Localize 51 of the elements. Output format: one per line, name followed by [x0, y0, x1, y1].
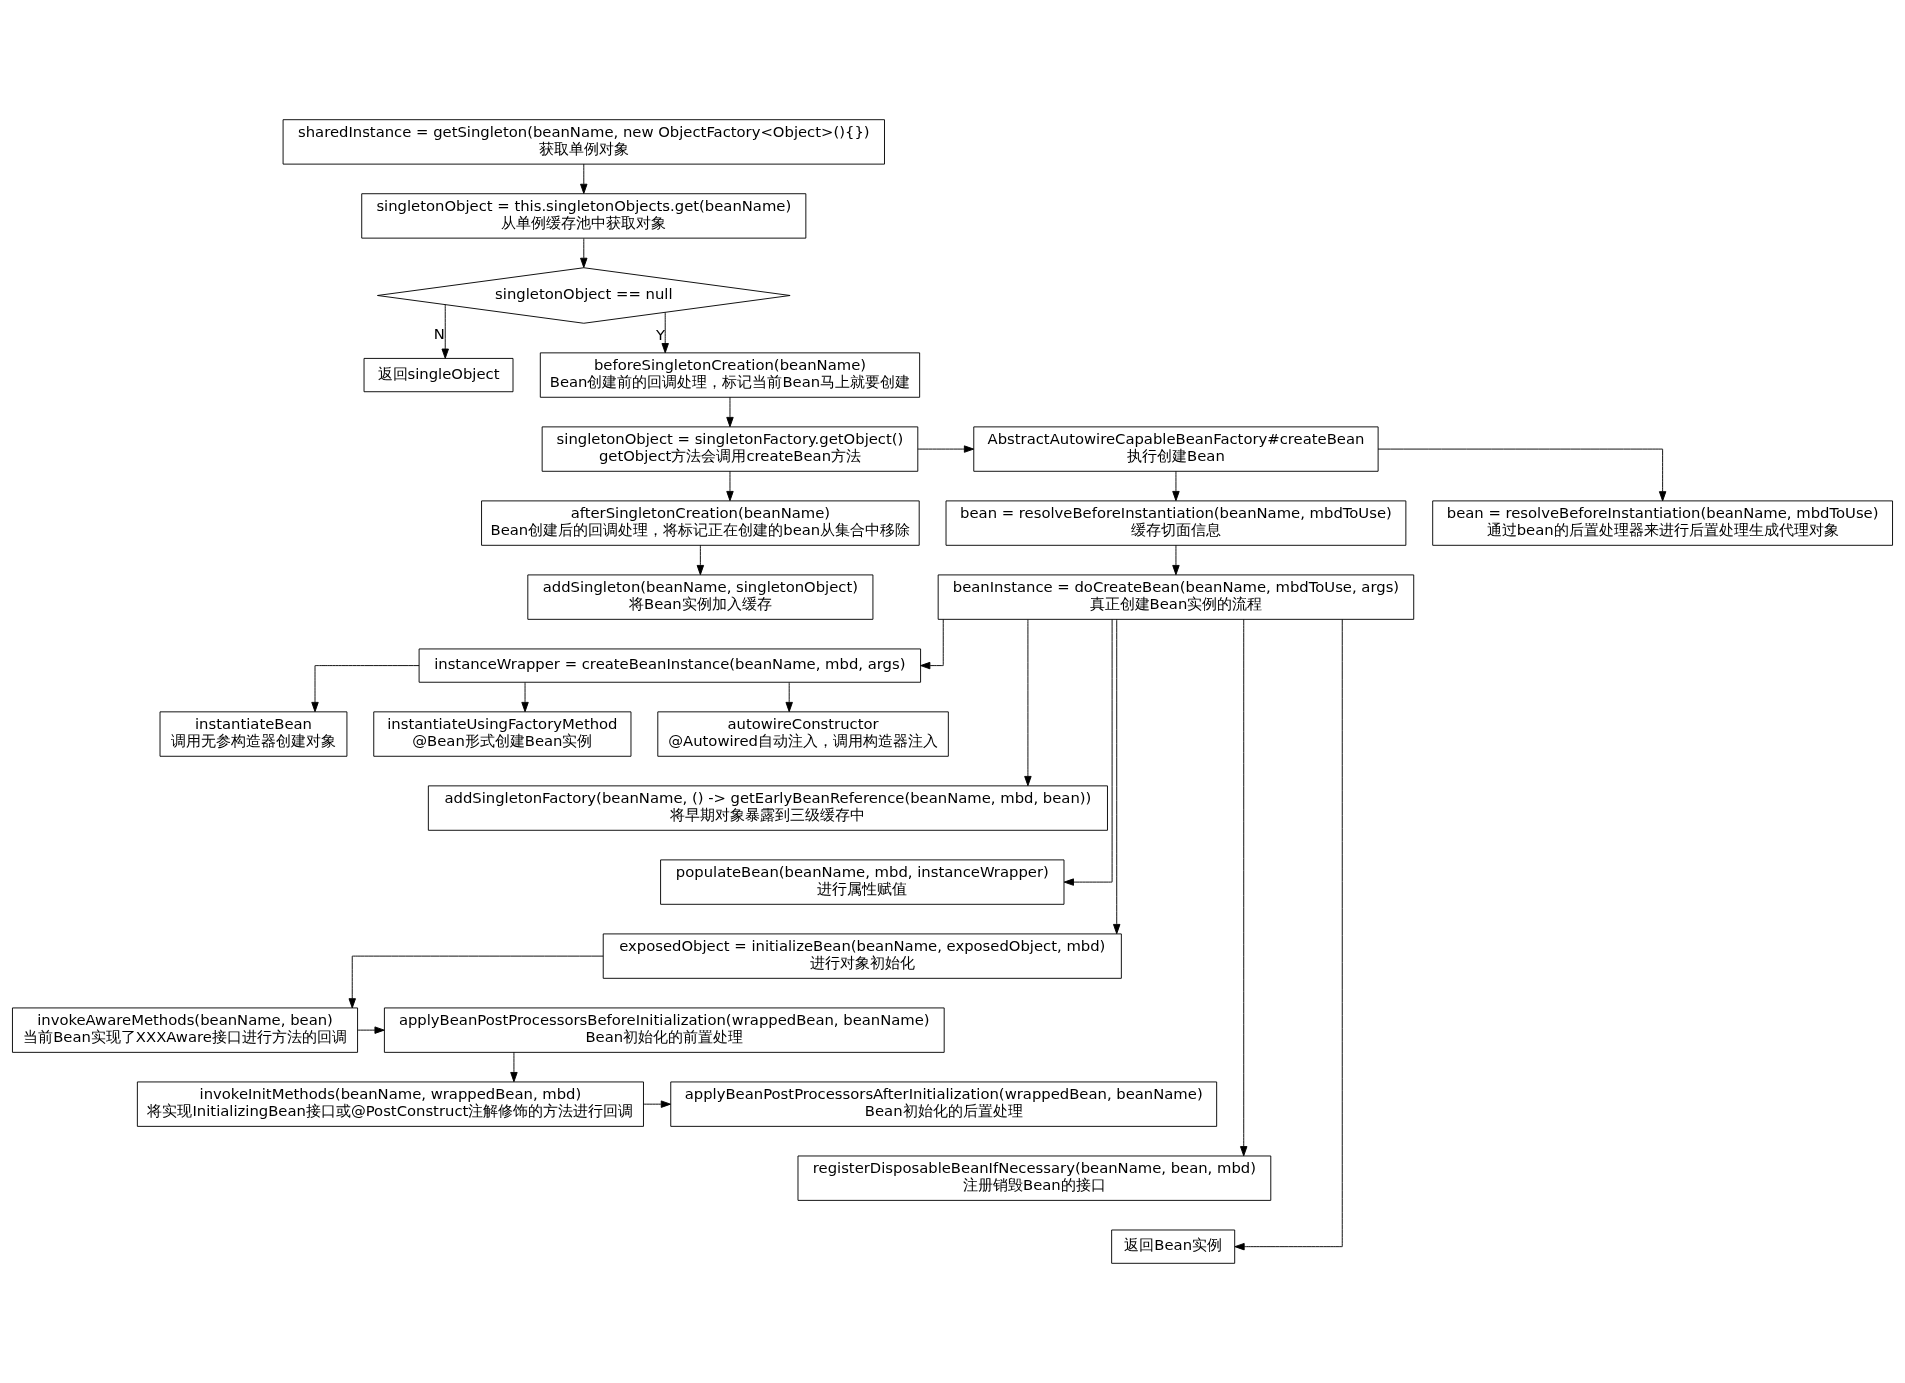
arrow	[917, 445, 975, 453]
arrow	[1377, 448, 1667, 502]
arrow	[1234, 619, 1343, 1251]
edge-label: Y	[656, 325, 666, 343]
node-box: applyBeanPostProcessorsBeforeInitialization(wrappedBean, beanName) Bean初始化的前置处理	[383, 1007, 945, 1053]
node-box: addSingletonFactory(beanName, () -> getEarlyBeanReference(beanName, mbd, bean)) 将早期对象暴露到三级缓存中	[427, 785, 1108, 831]
arrow	[1063, 619, 1113, 886]
edge-label: N	[433, 324, 445, 342]
node-box: invokeAwareMethods(beanName, bean) 当前Bean实现了XXXAware接口进行方法的回调	[12, 1007, 359, 1053]
node-box: beanInstance = doCreateBean(beanName, mbdToUse, args) 真正创建Bean实例的流程	[937, 574, 1415, 620]
node-box: instantiateUsingFactoryMethod @Bean形式创建Bean实例	[373, 711, 632, 757]
node-box: AbstractAutowireCapableBeanFactory#createBean 执行创建Bean	[973, 426, 1379, 472]
arrow	[661, 311, 669, 354]
node-diamond: singletonObject == null	[377, 267, 791, 324]
arrow	[696, 544, 705, 576]
node-box: populateBean(beanName, mbd, instanceWrapper) 进行属性赋值	[660, 859, 1065, 905]
node-box: applyBeanPostProcessorsAfterInitialization(wrappedBean, beanName) Bean初始化的后置处理	[670, 1081, 1218, 1127]
arrow	[510, 1051, 518, 1083]
arrow	[1113, 619, 1121, 935]
arrow	[643, 1100, 671, 1108]
arrow	[357, 1026, 385, 1034]
arrow	[1172, 470, 1180, 502]
arrow	[1172, 544, 1180, 576]
arrow	[1240, 619, 1248, 1157]
node-box: 返回Bean实例	[1111, 1229, 1236, 1264]
arrow	[920, 619, 944, 670]
node-box: singletonObject = singletonFactory.getObject() getObject方法会调用createBean方法	[541, 426, 919, 472]
node-box: afterSingletonCreation(beanName) Bean创建后的回调处理，将标记正在创建的bean从集合中移除	[481, 500, 920, 546]
node-box: exposedObject = initializeBean(beanName, exposedObject, mbd) 进行对象初始化	[602, 933, 1122, 979]
arrow	[580, 238, 588, 268]
arrow	[441, 304, 449, 359]
arrow	[785, 682, 793, 713]
arrow	[348, 955, 604, 1009]
arrow	[521, 682, 529, 713]
node-box: addSingleton(beanName, singletonObject) 将Bean实例加入缓存	[527, 574, 874, 620]
arrow	[726, 396, 734, 428]
node-box: instantiateBean 调用无参构造器创建对象	[159, 711, 348, 757]
node-box: bean = resolveBeforeInstantiation(beanName, mbdToUse) 通过bean的后置处理器来进行后置处理生成代理对象	[1432, 500, 1893, 546]
arrow	[1024, 619, 1032, 787]
node-box: singletonObject = this.singletonObjects.get(beanName) 从单例缓存池中获取对象	[361, 193, 807, 239]
node-box: bean = resolveBeforeInstantiation(beanName, mbdToUse) 缓存切面信息	[945, 500, 1407, 546]
node-box: registerDisposableBeanIfNecessary(beanName, bean, mbd) 注册销毁Bean的接口	[797, 1155, 1272, 1201]
node-box: sharedInstance = getSingleton(beanName, new ObjectFactory<Object>(){}) 获取单例对象	[282, 119, 885, 165]
arrow	[726, 470, 734, 502]
node-box: invokeInitMethods(beanName, wrappedBean, mbd) 将实现InitializingBean接口或@PostConstruct注解修饰的方法进行回调	[136, 1081, 644, 1127]
node-box: beforeSingletonCreation(beanName) Bean创建前的回调处理，标记当前Bean马上就要创建	[539, 352, 921, 398]
arrow	[580, 163, 588, 194]
arrow	[311, 665, 420, 713]
node-box: 返回singleObject	[363, 357, 514, 393]
node-box: instanceWrapper = createBeanInstance(beanName, mbd, args)	[418, 648, 922, 683]
node-box: autowireConstructor @Autowired自动注入，调用构造器注入	[657, 711, 949, 757]
